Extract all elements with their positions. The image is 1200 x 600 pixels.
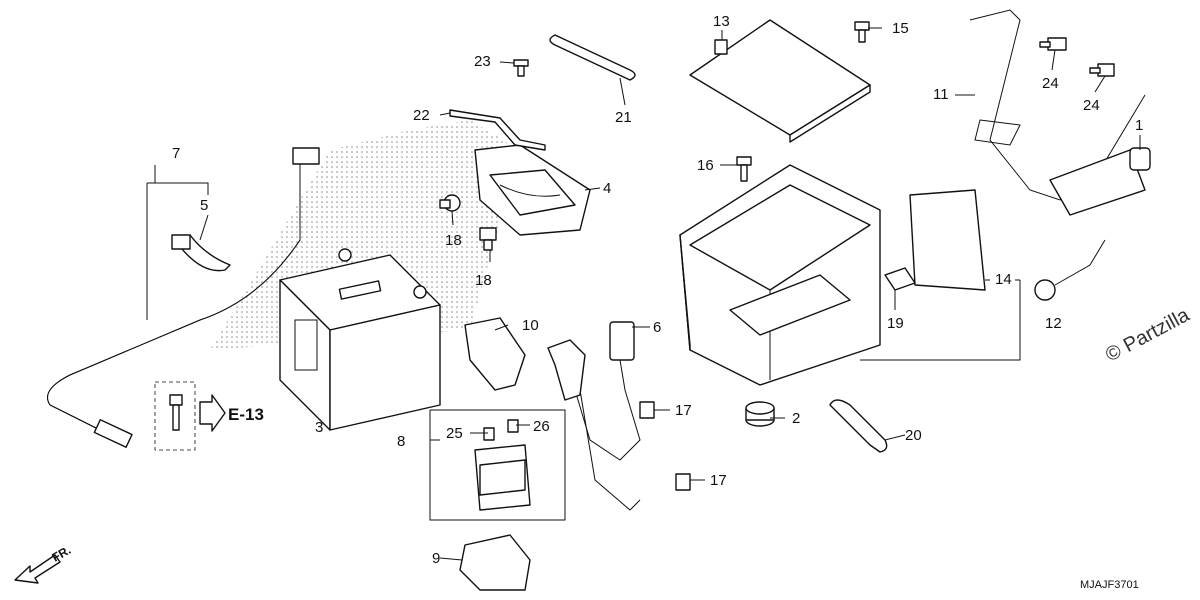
callout-18a: 18 <box>445 232 462 249</box>
band-part[interactable] <box>171 234 231 272</box>
cap-part[interactable] <box>1129 147 1151 171</box>
rubber-band-20-part[interactable] <box>829 399 888 453</box>
reference-bolt-part[interactable] <box>169 394 183 431</box>
callout-23: 23 <box>474 53 491 70</box>
grommet-18b-part[interactable] <box>479 227 497 251</box>
reference-box <box>154 381 196 451</box>
callout-19: 19 <box>887 315 904 332</box>
callout-26: 26 <box>533 418 550 435</box>
bolt-17a-part[interactable] <box>639 401 655 419</box>
battery-part[interactable] <box>279 248 441 431</box>
callout-20: 20 <box>905 427 922 444</box>
leader-lines <box>154 27 1141 561</box>
front-direction-arrow-icon <box>14 554 61 584</box>
callout-1: 1 <box>1135 117 1143 134</box>
callout-11: 11 <box>933 86 949 103</box>
cover-10-part[interactable] <box>464 317 526 391</box>
diagram-code: MJAJF3701 <box>1080 579 1139 591</box>
callout-6: 6 <box>653 319 661 336</box>
callout-7: 7 <box>172 145 180 162</box>
rubber-mount-part[interactable] <box>745 401 775 427</box>
callout-22: 22 <box>413 107 430 124</box>
callout-10: 10 <box>522 317 539 334</box>
pad-part[interactable] <box>909 189 986 291</box>
group-bracket-12 <box>860 280 1021 361</box>
bolt-24b-part[interactable] <box>1089 63 1115 77</box>
callout-9: 9 <box>432 550 440 567</box>
callout-17b: 17 <box>710 472 727 489</box>
relay-part[interactable] <box>474 419 531 511</box>
bolt-17b-part[interactable] <box>675 473 691 491</box>
callout-15: 15 <box>892 20 909 37</box>
reference-arrow-icon[interactable] <box>199 394 226 432</box>
callout-3: 3 <box>315 419 323 436</box>
battery-cable-part[interactable] <box>47 147 320 448</box>
band-22-part[interactable] <box>449 109 546 151</box>
callout-12: 12 <box>1045 315 1062 332</box>
callout-17a: 17 <box>675 402 692 419</box>
stay-part[interactable] <box>969 9 1146 301</box>
callout-18b: 18 <box>475 272 492 289</box>
callout-4: 4 <box>603 180 611 197</box>
battery-box-part[interactable] <box>679 164 881 386</box>
group-bracket-8 <box>429 409 566 521</box>
rubber-band-part[interactable] <box>549 34 636 81</box>
battery-holder-part[interactable] <box>474 144 591 236</box>
bolt-15-part[interactable] <box>854 21 870 43</box>
callout-13: 13 <box>713 13 730 30</box>
clip-part[interactable] <box>884 267 916 291</box>
callout-24b: 24 <box>1083 97 1100 114</box>
callout-16: 16 <box>697 157 714 174</box>
screw-23-part[interactable] <box>513 59 529 77</box>
callout-21: 21 <box>615 109 632 126</box>
watermark: © Partzilla <box>1102 304 1194 367</box>
callout-25: 25 <box>446 425 463 442</box>
reference-label[interactable]: E-13 <box>228 405 264 424</box>
starter-cable-part[interactable] <box>547 321 641 511</box>
callout-2: 2 <box>792 410 800 427</box>
group-bracket-7 <box>147 182 209 195</box>
callout-8: 8 <box>397 433 405 450</box>
callout-24a: 24 <box>1042 75 1059 92</box>
relay-cover-part[interactable] <box>459 534 531 591</box>
lid-part[interactable] <box>689 19 871 143</box>
bolt-16-part[interactable] <box>736 156 752 182</box>
bolt-24a-part[interactable] <box>1039 37 1067 51</box>
callout-14: 14 <box>995 271 1012 288</box>
callout-5: 5 <box>200 197 208 214</box>
shading-projection <box>330 120 520 150</box>
